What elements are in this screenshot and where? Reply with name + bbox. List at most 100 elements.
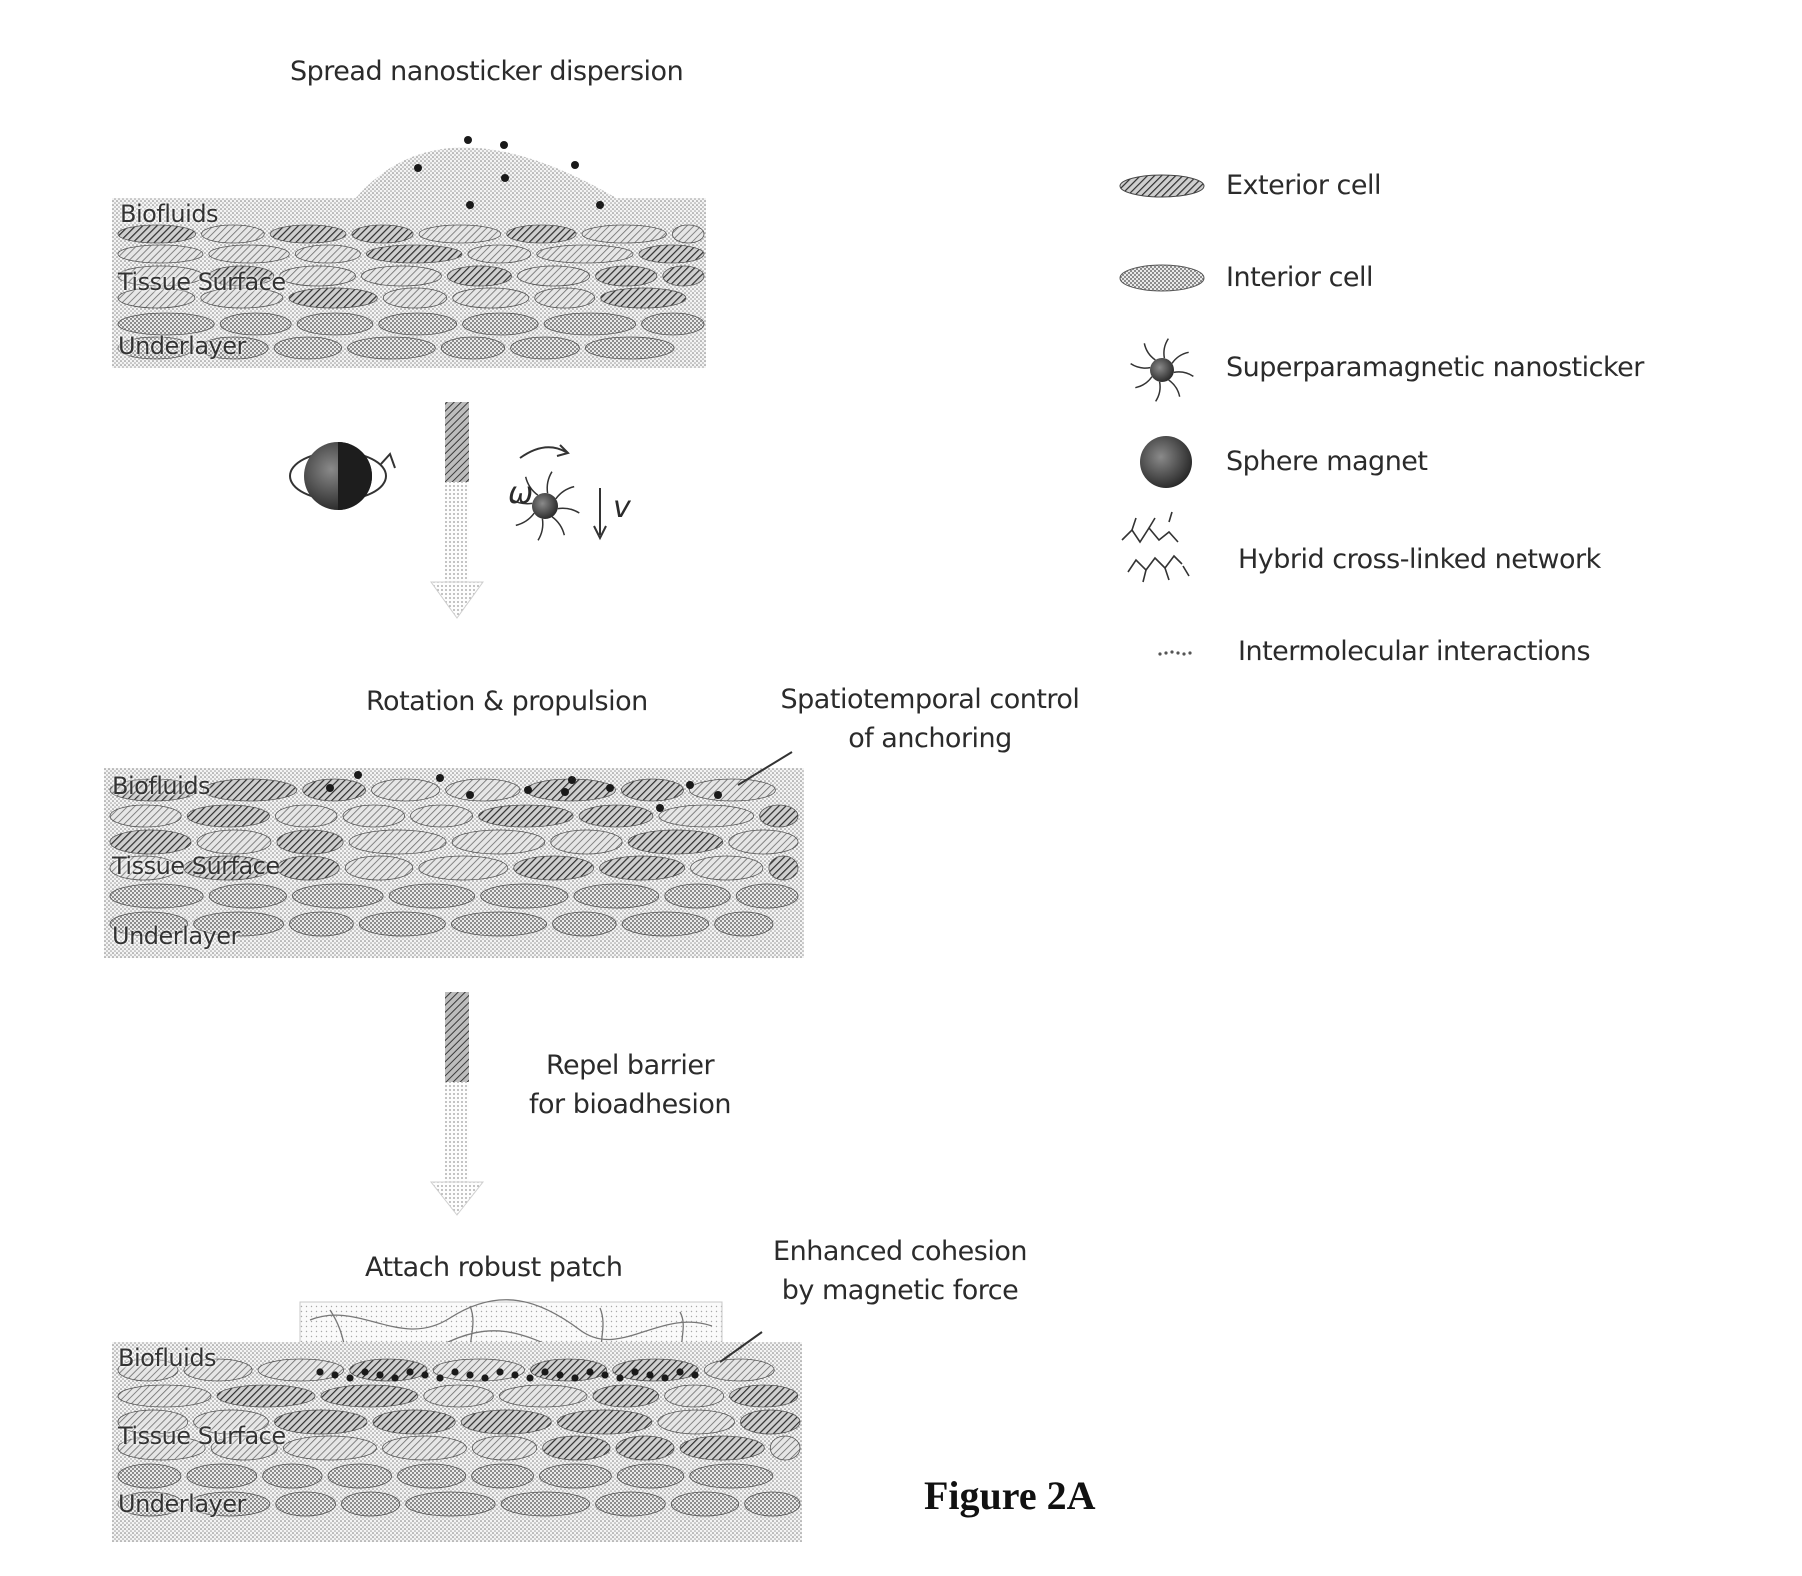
exterior-cell	[432, 1358, 525, 1382]
interior-cell	[397, 1463, 467, 1489]
interior-cell	[193, 911, 284, 937]
interior-cell	[585, 336, 675, 360]
interior-cell	[109, 911, 189, 937]
exterior-cell	[382, 287, 448, 309]
exterior-cell	[578, 804, 654, 828]
layer-underlayer-label: Underlayer	[118, 332, 246, 360]
nanosticker-dot	[586, 1368, 594, 1376]
middle-annotation-line1: Spatiotemporal control	[780, 684, 1080, 715]
exterior-cell	[117, 265, 204, 287]
nanosticker-dot	[561, 788, 569, 796]
exterior-cell	[729, 1384, 799, 1408]
exterior-cell	[662, 265, 705, 287]
step-two-label: Repel barrier for bioadhesion	[520, 1046, 740, 1124]
exterior-cell	[460, 1409, 552, 1435]
nanosticker-dot	[500, 141, 508, 149]
exterior-cell	[117, 287, 196, 309]
tissue-cells	[109, 778, 799, 937]
nanosticker-dispersion-drop	[350, 147, 628, 205]
exterior-cell	[117, 1384, 212, 1408]
exterior-cell	[768, 855, 799, 881]
interior-cell	[188, 1491, 271, 1517]
interior-cell	[262, 1463, 323, 1489]
interior-cell	[480, 883, 569, 909]
exterior-cell	[269, 224, 347, 244]
exterior-cell	[498, 1384, 588, 1408]
arrow-head	[430, 581, 484, 619]
interior-cell	[440, 336, 505, 360]
nanosticker-dot	[661, 1374, 669, 1382]
omega-symbol: ω	[508, 476, 533, 511]
exterior-cell	[349, 1358, 428, 1382]
nanosticker-dot	[676, 1368, 684, 1376]
sticker-arm	[551, 516, 566, 536]
exterior-cell	[196, 829, 272, 855]
arrow-head	[429, 1181, 485, 1216]
step-arrow-2	[429, 992, 485, 1216]
sticker-arm	[1173, 371, 1194, 377]
exterior-cell	[202, 778, 298, 802]
step-two-line1: Repel barrier	[545, 1050, 715, 1081]
nanosticker-large	[510, 471, 580, 541]
legend-label-interactions: Intermolecular interactions	[1238, 636, 1591, 667]
annotation-pointer	[737, 751, 793, 786]
nanosticker-dot	[656, 804, 664, 812]
exterior-cell	[423, 1384, 494, 1408]
nanosticker-dot	[526, 1374, 534, 1382]
exterior-cell	[451, 829, 546, 855]
nanosticker-dot	[481, 1374, 489, 1382]
nanosticker-dot	[391, 1374, 399, 1382]
nanosticker-dot	[631, 1368, 639, 1376]
nanosticker-icon	[1130, 338, 1194, 402]
layer-tissue-label: Tissue Surface	[118, 268, 286, 296]
legend-label-interior-cell: Interior cell	[1226, 262, 1374, 293]
exterior-cell	[193, 1409, 269, 1435]
interior-cell	[689, 1463, 774, 1489]
interior-cell	[552, 911, 617, 937]
interior-cell	[616, 1463, 685, 1489]
legend-label-sphere-magnet: Sphere magnet	[1226, 446, 1428, 477]
sticker-arm	[537, 518, 544, 541]
nanosticker-dot	[571, 161, 579, 169]
exterior-cell	[288, 287, 378, 309]
nanosticker-dot	[596, 201, 604, 209]
interior-cell	[621, 911, 710, 937]
bottom-annotation-line1: Enhanced cohesion	[773, 1236, 1027, 1267]
step-two-line2: for bioadhesion	[529, 1089, 731, 1121]
exterior-cell	[183, 1358, 253, 1382]
nanosticker-dot	[414, 164, 422, 172]
nanosticker-dot	[646, 1371, 654, 1379]
exterior-cell	[186, 804, 270, 828]
exterior-cell	[410, 804, 473, 828]
nanosticker-dot	[466, 791, 474, 799]
exterior-cell	[279, 265, 356, 287]
sticker-arm	[1135, 376, 1153, 389]
exterior-cell	[302, 778, 366, 802]
interior-cell	[219, 312, 292, 336]
exterior-cell	[117, 1358, 179, 1382]
interior-cell	[378, 312, 457, 336]
layer-tissue-label: Tissue Surface	[118, 1422, 286, 1450]
exterior-cell	[275, 804, 338, 828]
legend-icons	[1119, 174, 1205, 656]
sticker-arm	[1143, 343, 1156, 361]
sticker-arm	[524, 476, 539, 496]
exterior-cell	[542, 1435, 611, 1461]
exterior-cell	[621, 778, 684, 802]
interior-cell	[275, 1491, 336, 1517]
interior-cell	[109, 883, 204, 909]
nanosticker-dot	[524, 786, 532, 794]
nanosticker-dot	[601, 1371, 609, 1379]
nanosticker-dot	[436, 774, 444, 782]
exterior-cell	[728, 829, 799, 855]
nanosticker-dots	[326, 771, 722, 812]
nanosticker-dot	[436, 1374, 444, 1382]
nanosticker-dot	[326, 784, 334, 792]
exterior-cell	[445, 778, 521, 802]
sticker-core	[1150, 358, 1174, 382]
exterior-cell	[294, 244, 361, 264]
sticker-arm	[1130, 363, 1151, 369]
exterior-cell-icon	[1119, 174, 1205, 198]
sticker-arm	[557, 507, 580, 514]
layer-tissue-label: Tissue Surface	[112, 852, 280, 880]
